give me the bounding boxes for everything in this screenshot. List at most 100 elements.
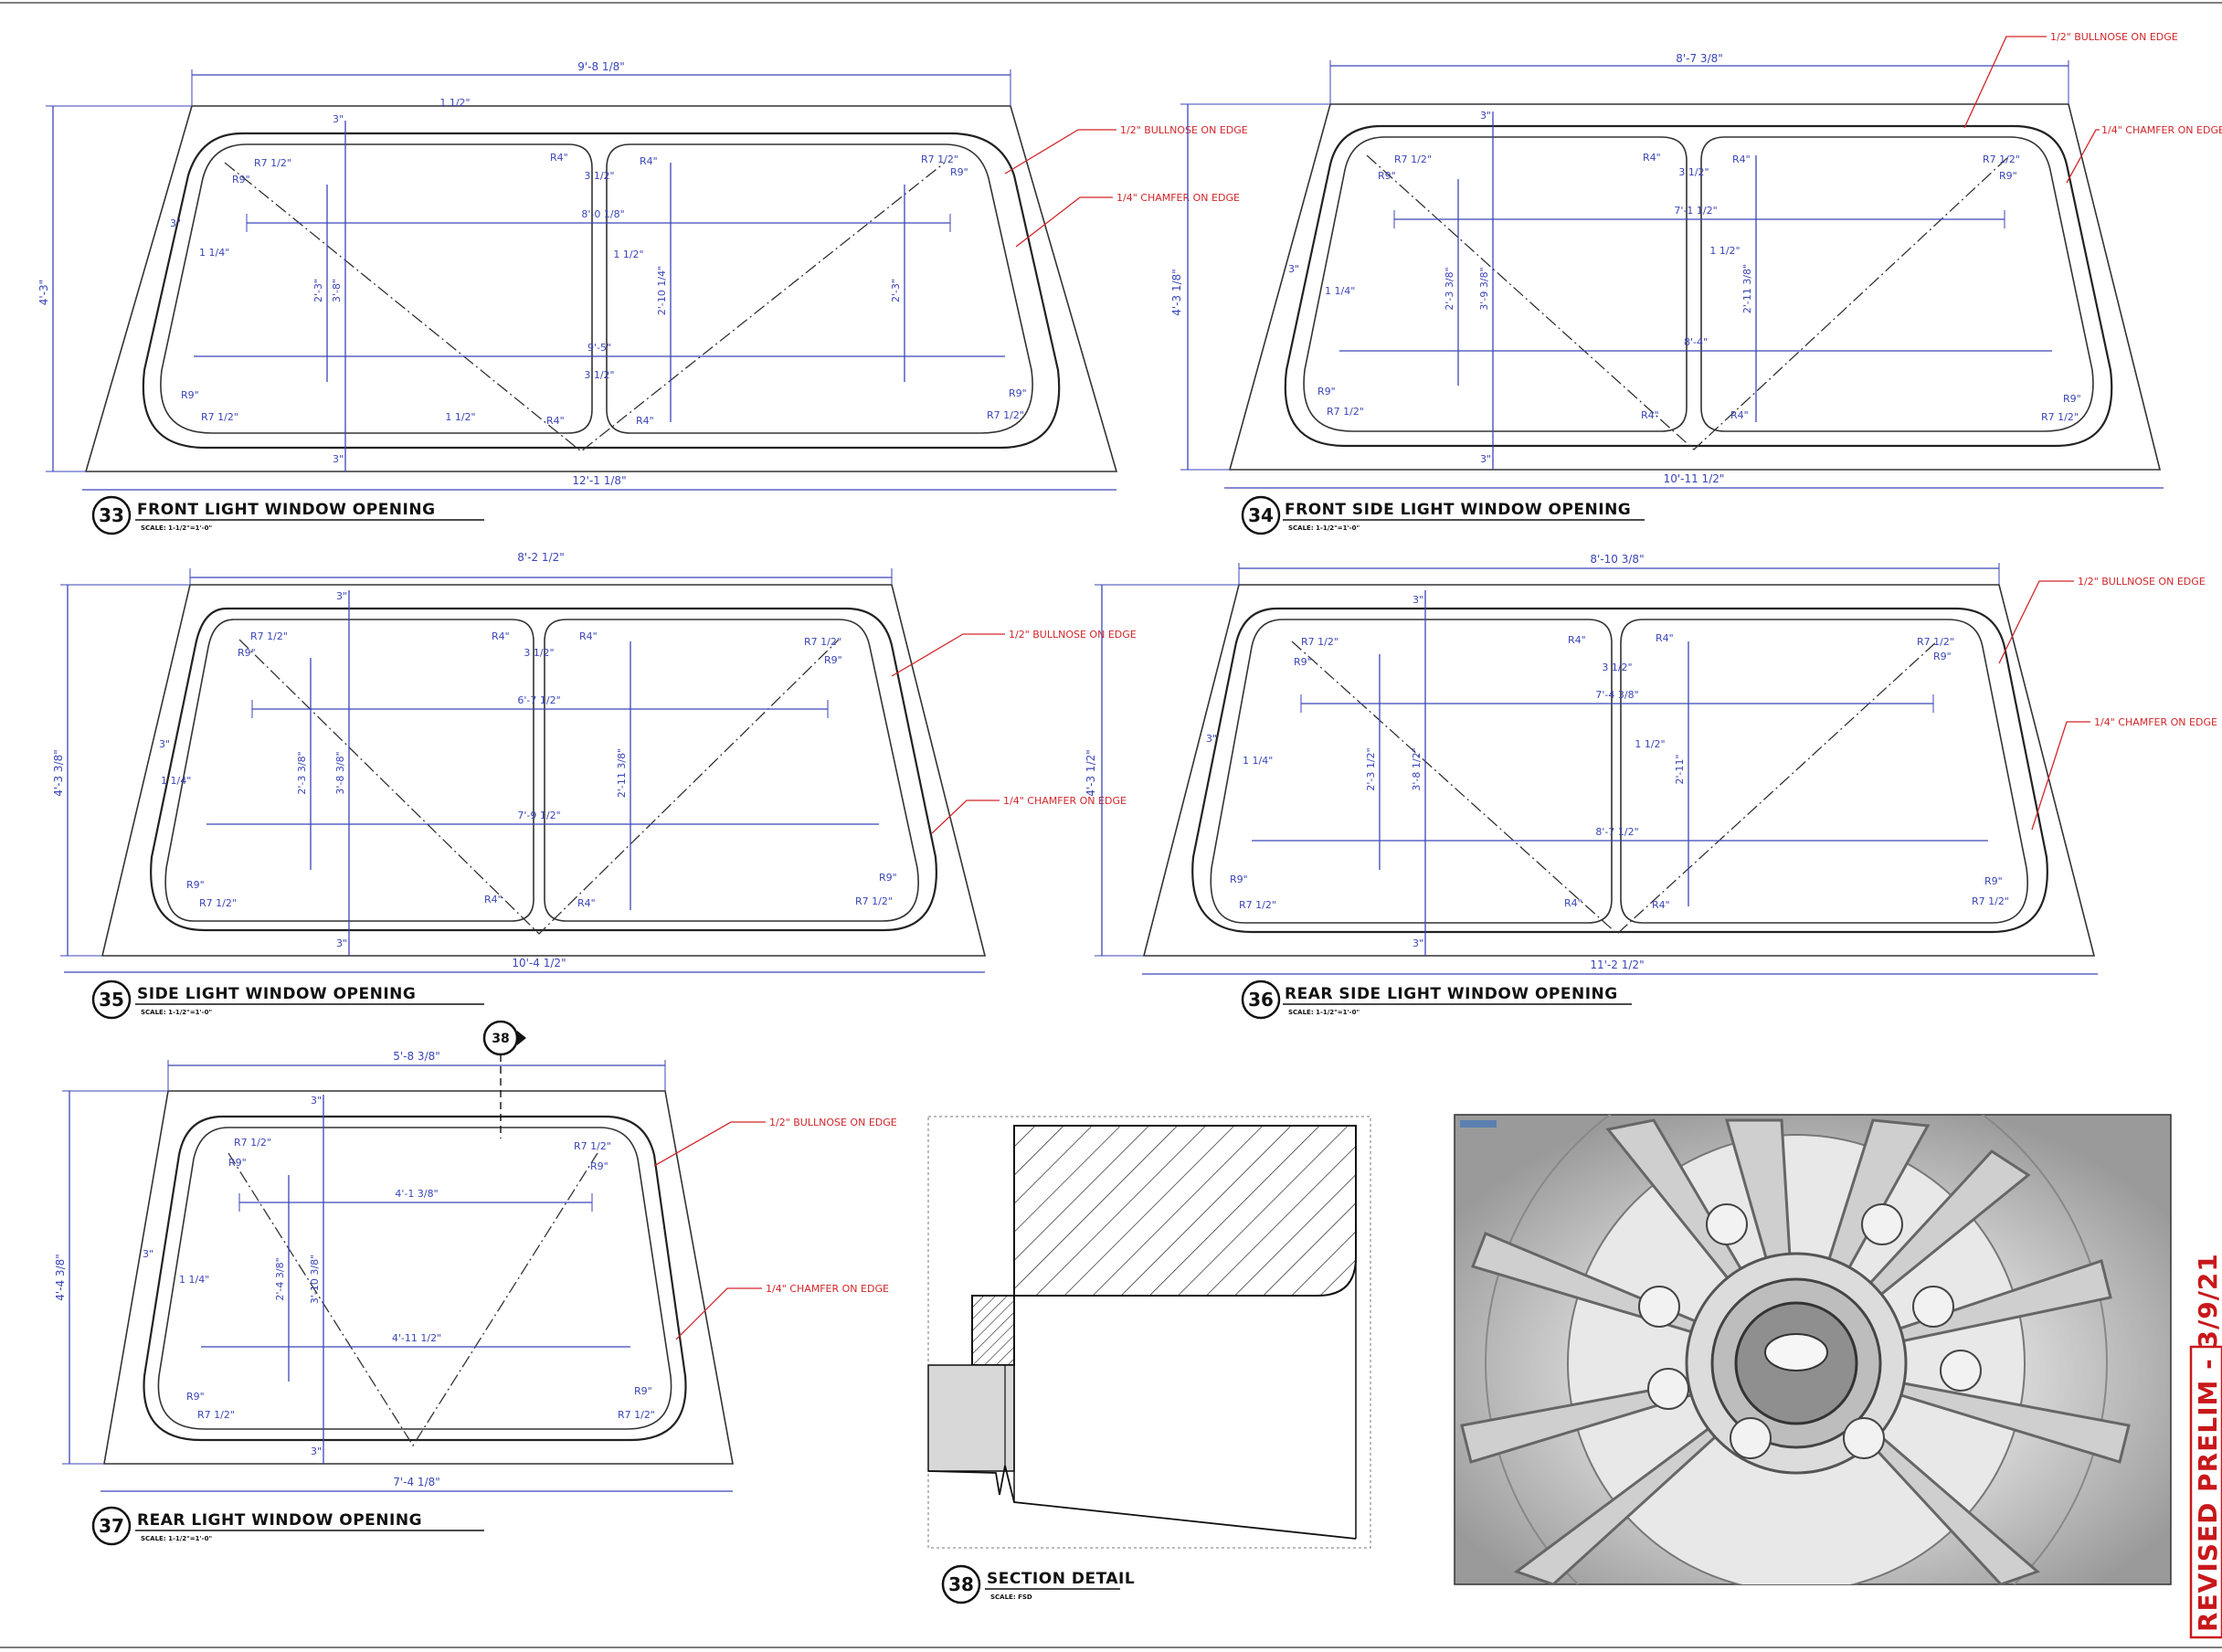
d36-r-tl: R7 1/2" [1301, 636, 1338, 648]
d35-outer-panel [101, 584, 987, 957]
d35-r-tl2: R9" [238, 647, 256, 659]
d33-scale: SCALE: 1-1/2"=1'-0" [141, 524, 212, 532]
d36-note-bullnose: 1/2" BULLNOSE ON EDGE [2078, 576, 2206, 588]
d34-left-h1: 2'-3 3/8" [1444, 267, 1455, 310]
d33-left-h1: 2'-3" [312, 279, 324, 302]
d35-diagonal-centerline [238, 639, 840, 935]
d34-r-br: R9" [2063, 393, 2081, 405]
d35-r-bl2: R7 1/2" [199, 897, 237, 909]
d35-height: 4'-3 3/8" [52, 749, 65, 797]
d33-outer-panel [84, 105, 1118, 472]
d37-bottom-width: 7'-4 1/8" [393, 1476, 440, 1488]
d37-top-width: 5'-8 3/8" [393, 1050, 440, 1063]
d37-r-br: R9" [634, 1385, 652, 1397]
d36-diagonal-centerline [1291, 641, 1938, 935]
ceiling-render-image [1454, 1114, 2172, 1585]
d37-side-b: 1 1/4" [179, 1274, 209, 1286]
d35-right-lite [544, 619, 919, 922]
d33-height: 4'-3" [37, 280, 50, 305]
d33-r-tl: R7 1/2" [254, 157, 291, 169]
d34-note-chamfer: 1/4" CHAMFER ON EDGE [2101, 124, 2222, 136]
d35-bottom-width: 10'-4 1/2" [512, 957, 566, 969]
d34-mid-gap: 1 1/2" [1709, 245, 1740, 257]
d36-r-m1: R4" [1568, 634, 1586, 646]
d36-left-lite [1210, 619, 1613, 924]
d36-r-tr: R7 1/2" [1917, 636, 1954, 648]
d36-mid-gap: 1 1/2" [1635, 738, 1665, 750]
drawing-36-rear-side-light-window: 8'-10 3/8" 11'-2 1/2" 4'-3 1/2" 7'-4 3/8… [1085, 553, 2217, 1020]
d37-r-br2: R7 1/2" [618, 1409, 655, 1421]
drawing-35-side-light-window: 8'-2 1/2" 10'-4 1/2" 4'-3 3/8" 6'-7 1/2"… [52, 551, 1137, 1020]
d33-center-h: 2'-10 1/4" [656, 266, 668, 315]
d35-left-h1: 2'-3 3/8" [296, 751, 308, 794]
d33-left-lite [160, 143, 593, 434]
d33-mid-gap: 1 1/2" [613, 249, 643, 260]
d34-r-m4: R4" [1730, 409, 1749, 421]
d37-side-a: 3" [143, 1248, 153, 1260]
d37-r-bl2: R7 1/2" [197, 1409, 235, 1421]
d34-gap-top: 3 1/2" [1678, 166, 1709, 178]
d34-r-m3: R4" [1641, 409, 1659, 421]
d35-r-tr2: R9" [824, 654, 842, 666]
d34-note-bullnose: 1/2" BULLNOSE ON EDGE [2050, 31, 2178, 43]
drawing-38-section-detail: 38 SECTION DETAIL SCALE: FSD [927, 1116, 1371, 1604]
d33-note-bullnose: 1/2" BULLNOSE ON EDGE [1120, 124, 1248, 136]
d37-r-tl2: R9" [228, 1157, 247, 1169]
d34-lower-span: 8'-4" [1684, 336, 1708, 348]
d34-r-tl2: R9" [1378, 170, 1396, 182]
d37-lite [157, 1127, 672, 1430]
d36-r-bl: R9" [1230, 874, 1248, 885]
d38-number: 38 [948, 1573, 974, 1595]
d33-r-br: R9" [1009, 387, 1027, 399]
d33-side-a: 3" [170, 217, 181, 229]
d35-scale: SCALE: 1-1/2"=1'-0" [141, 1009, 212, 1016]
d37-left-h1: 2'-4 3/8" [274, 1257, 286, 1300]
d37-diagonal-centerline [227, 1152, 598, 1447]
d36-gap-top: 3 1/2" [1602, 662, 1632, 673]
d36-upper-span: 7'-4 3/8" [1595, 689, 1638, 701]
d37-section-callout-number: 38 [492, 1032, 509, 1046]
d35-left-lite [164, 619, 534, 922]
d36-r-br: R9" [1984, 875, 2003, 887]
d35-inch-top: 3" [336, 590, 347, 602]
d36-inch-bot: 3" [1413, 937, 1423, 949]
d34-r-tr: R7 1/2" [1983, 154, 2020, 165]
d35-lower-span: 7'-9 1/2" [517, 810, 560, 821]
d34-center-h: 2'-11 3/8" [1741, 264, 1753, 313]
d37-title: REAR LIGHT WINDOW OPENING [137, 1511, 422, 1530]
d37-height: 4'-4 3/8" [54, 1254, 67, 1301]
d34-r-m2: R4" [1732, 154, 1751, 165]
d37-note-bullnose: 1/2" BULLNOSE ON EDGE [769, 1117, 897, 1128]
d33-r-tr2: R9" [950, 166, 968, 178]
d34-outer-panel [1228, 103, 2162, 471]
d34-top-width: 8'-7 3/8" [1676, 52, 1723, 65]
d34-r-tl: R7 1/2" [1394, 154, 1432, 165]
d33-r-tr: R7 1/2" [921, 154, 958, 165]
d37-opening-outer [143, 1115, 687, 1442]
d33-side-b: 1 1/4" [199, 247, 229, 259]
d33-number-bubble [91, 495, 132, 535]
d33-chamfer-leader [1015, 196, 1113, 248]
drawing-33-front-light-window: 9'-8 1/8" 12'-1 1/8" 4'-3" 8'-0 1/8" 9'-… [37, 60, 1248, 535]
d36-r-tl2: R9" [1294, 656, 1312, 668]
d33-opening-outer [142, 132, 1061, 450]
d33-bot-gap: 1 1/2" [445, 411, 475, 423]
d34-title: FRONT SIDE LIGHT WINDOW OPENING [1285, 501, 1631, 519]
d33-r-m3: R4" [546, 415, 565, 427]
d37-scale: SCALE: 1-1/2"=1'-0" [141, 1535, 212, 1542]
d34-r-bl: R9" [1317, 386, 1336, 397]
d36-r-tr2: R9" [1933, 651, 1952, 662]
d37-r-tl: R7 1/2" [234, 1137, 271, 1149]
d35-upper-span: 6'-7 1/2" [517, 694, 560, 706]
d33-r-tl2: R9" [232, 174, 250, 185]
d33-lower-span: 9'-5" [587, 342, 611, 354]
d35-top-width: 8'-2 1/2" [517, 551, 565, 564]
d36-height: 4'-3 1/2" [1085, 749, 1097, 797]
d33-gap-top: 3 1/2" [584, 170, 614, 182]
d33-right-h: 2'-3" [890, 279, 902, 302]
d33-bottom-width: 12'-1 1/8" [572, 474, 626, 487]
drawing-34-front-side-light-window: 8'-7 3/8" 10'-11 1/2" 4'-3 1/8" 7'-1 1/2… [1170, 31, 2222, 535]
d35-note-bullnose: 1/2" BULLNOSE ON EDGE [1009, 629, 1137, 641]
d36-center-h: 2'-11" [1674, 754, 1686, 784]
